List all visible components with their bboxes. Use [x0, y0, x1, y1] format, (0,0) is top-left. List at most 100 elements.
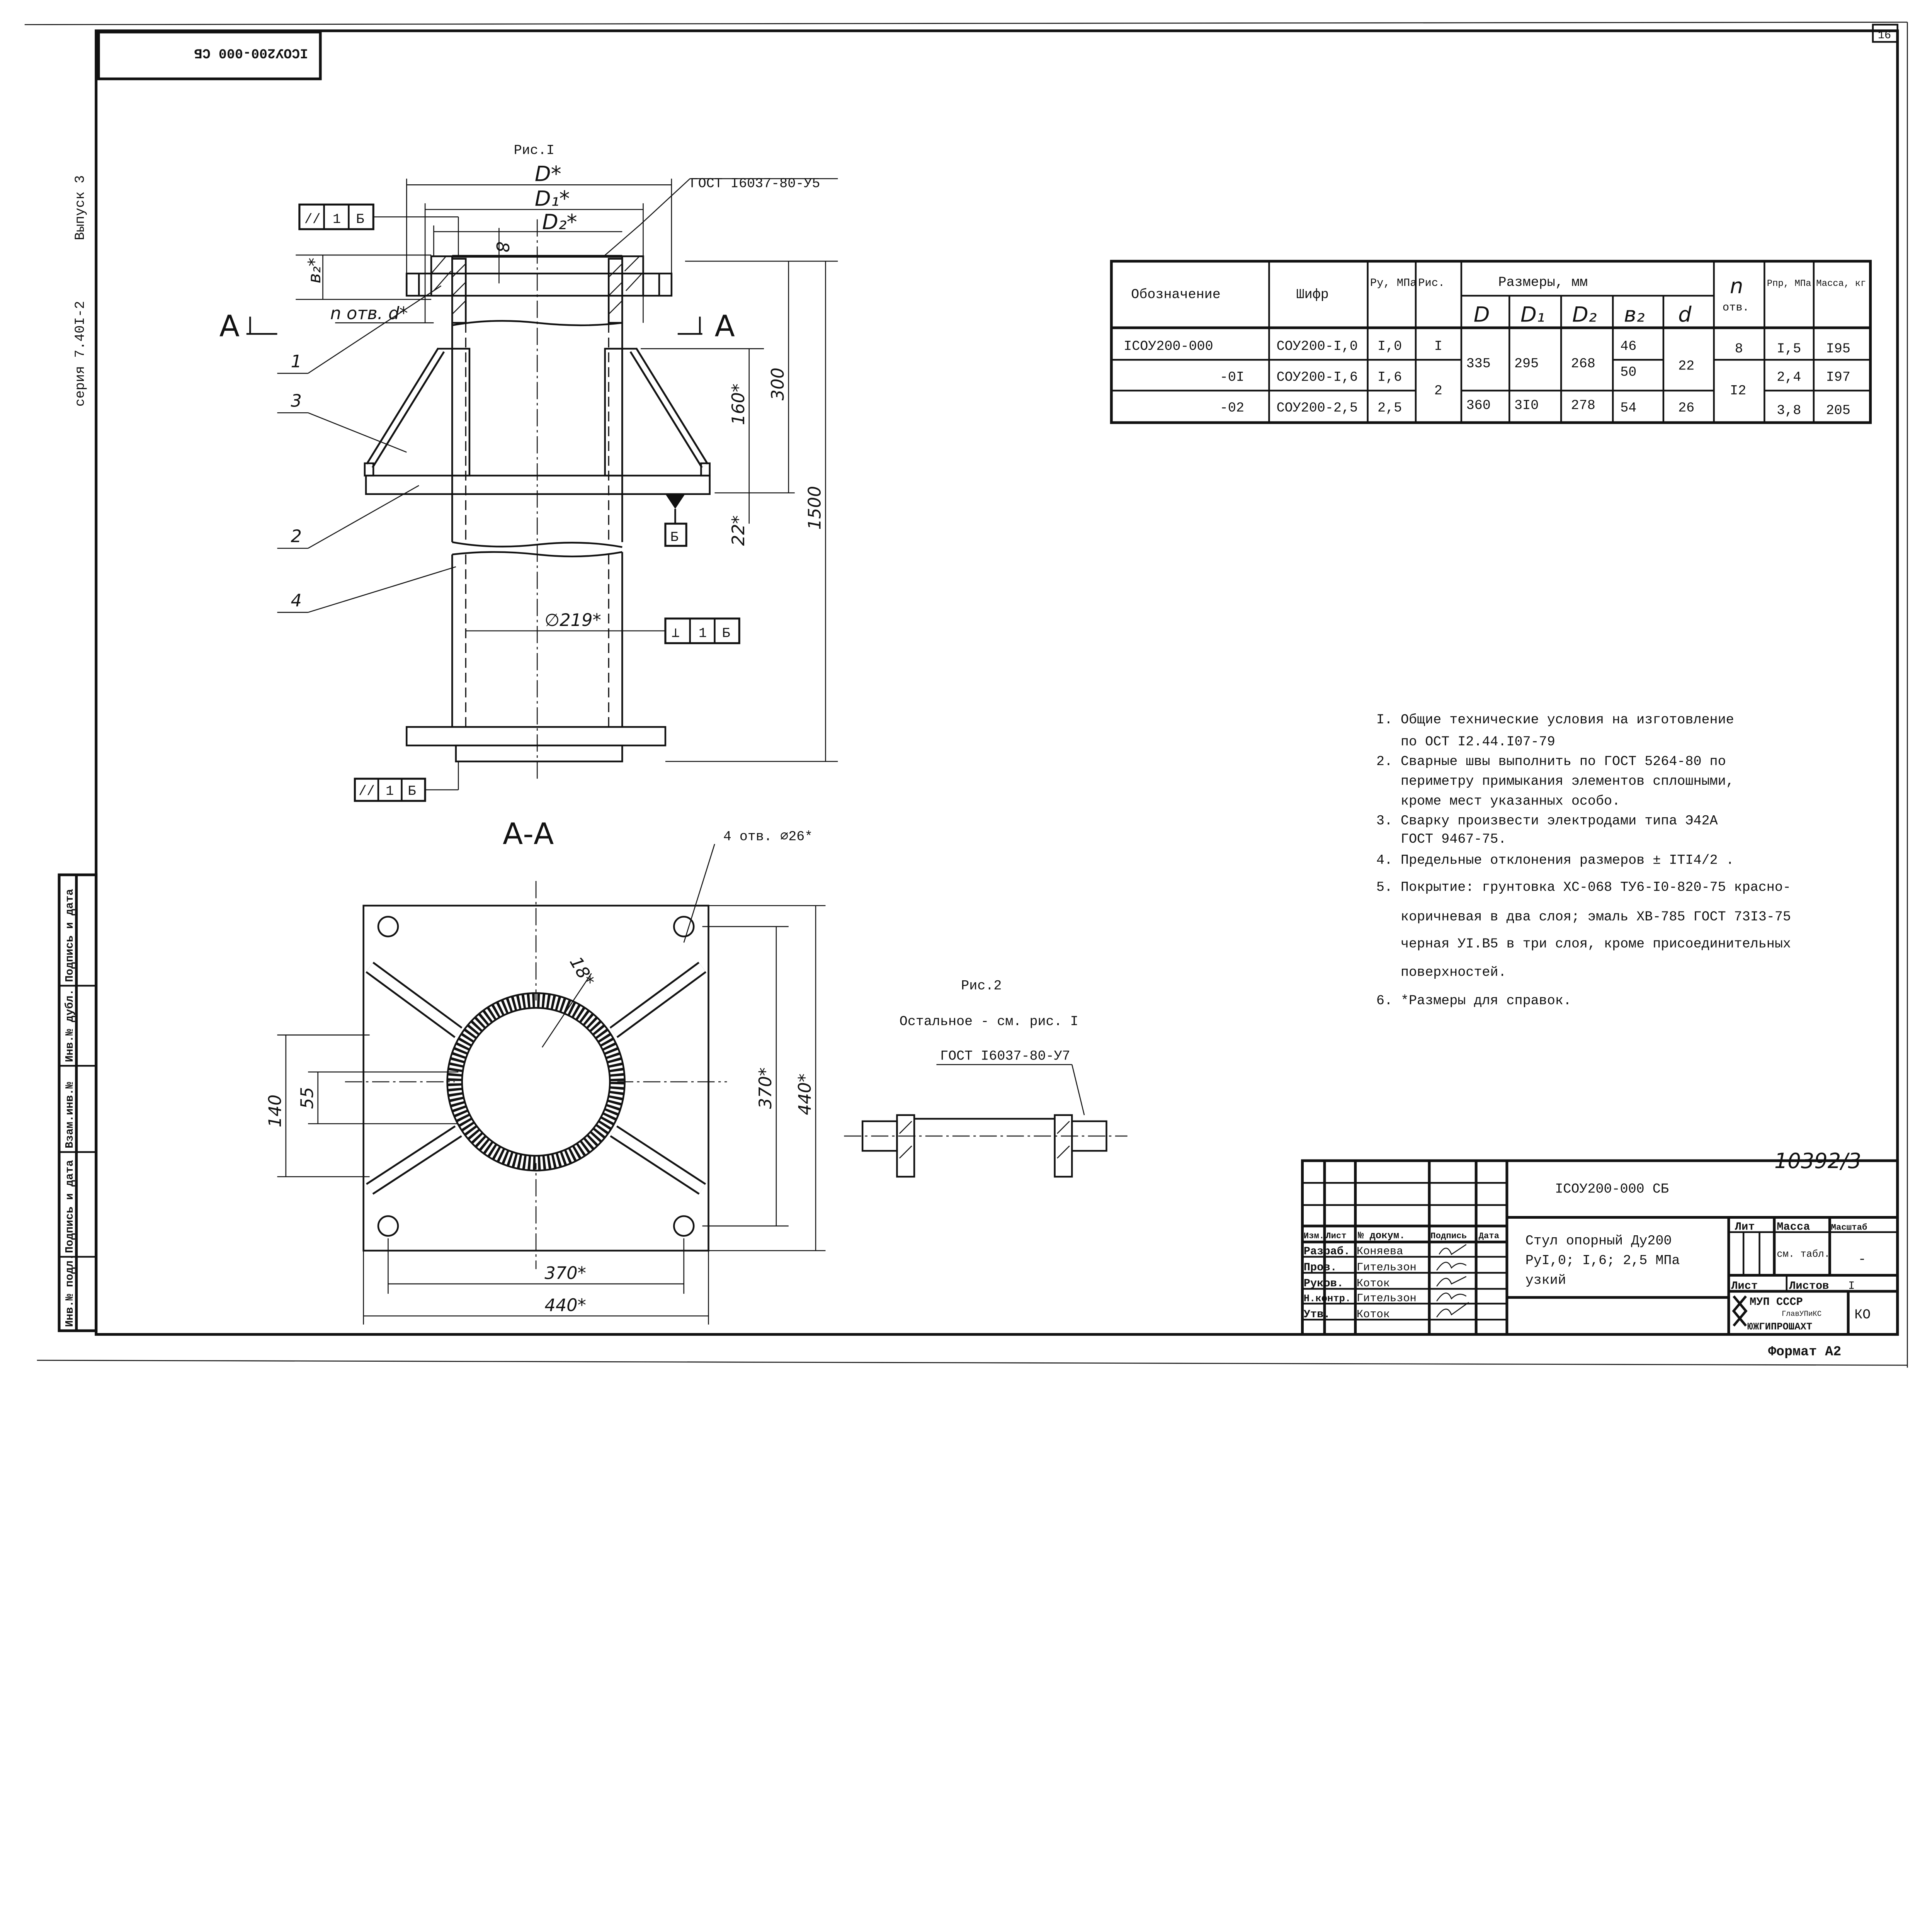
figure-1: Рис.I: [219, 143, 838, 802]
signatures: [1436, 1244, 1469, 1318]
tol-symbol: ⊥: [672, 626, 680, 641]
note-line: черная УI.В5 в три слоя, кроме присоедин…: [1376, 936, 1791, 952]
header-n: n: [1730, 274, 1743, 298]
section-ribs: [366, 962, 706, 1195]
tol-datum: Б: [356, 212, 364, 227]
cell-mass: I97: [1826, 369, 1850, 385]
tolerance-perpendicular: ⊥ 1 Б: [664, 617, 740, 645]
note-line: 3. Сварку произвести электродами типа Э4…: [1376, 813, 1718, 828]
datum-label: Б: [670, 530, 679, 545]
parameters-table: Обозначение Шифр Py, МПа Рис. Размеры, м…: [1110, 260, 1872, 424]
header-sizes: Размеры, мм: [1498, 275, 1588, 290]
sheet-format: Формат А2: [1768, 1344, 1841, 1360]
header-designation: Обозначение: [1131, 287, 1220, 303]
section-mark-right: A: [714, 310, 735, 344]
header-change: Изм.: [1304, 1231, 1325, 1241]
fig2-title: Рис.2: [961, 978, 1002, 994]
tolerance-parallel-top: // 1 Б: [298, 203, 459, 257]
side-stamp: Инв.№ подл. Подпись и дата Взам.инв.№ Ин…: [58, 873, 98, 1332]
product-name-line-1: Стул опорный Ду200: [1526, 1233, 1672, 1249]
part-2-label: 2: [291, 526, 302, 546]
tol-symbol: //: [304, 212, 321, 227]
tol-datum: Б: [408, 784, 416, 799]
holes-4x26: 4 отв. ∅26*: [723, 829, 813, 845]
cell-b2: 46: [1620, 339, 1636, 354]
cell-D2: 278: [1571, 398, 1595, 413]
part-4-label: 4: [291, 590, 302, 611]
header-signature: Подпись: [1430, 1231, 1467, 1241]
dim-440-horizontal: 440*: [544, 1295, 586, 1315]
sheet-number-box: 16: [1872, 24, 1898, 43]
lit-header: Лит: [1735, 1220, 1755, 1233]
note-line: 5. Покрытие: грунтовка ХС-068 ТУ6-I0-820…: [1376, 879, 1791, 895]
header-n-sub: отв.: [1723, 301, 1749, 314]
cell-py: I,6: [1378, 369, 1402, 385]
org-line-2: ГлавУПиКС: [1782, 1310, 1821, 1318]
dimensions-fig1: D* D₁* D₂* ГОСТ I6037-80-У5 8 в₂* n отв.…: [296, 162, 838, 762]
role-label: Разраб.: [1304, 1245, 1350, 1258]
cell-d: 26: [1678, 400, 1694, 416]
header-D: D: [1474, 302, 1490, 327]
stamp-signature-date-1: Подпись и дата: [63, 1160, 76, 1253]
rotated-code-box: ICOУ200-000 СБ: [97, 31, 322, 80]
note-line: 4. Предельные отклонения размеров ± IТI4…: [1376, 852, 1734, 868]
issue-label: Выпуск 3: [73, 175, 88, 240]
sheets-label: Листов: [1789, 1279, 1829, 1292]
person-name: Коток: [1357, 1277, 1390, 1290]
note-line: коричневая в два слоя; эмаль ХВ-785 ГОСТ…: [1376, 909, 1791, 925]
tol-symbol: //: [359, 784, 375, 799]
tolerance-parallel-bottom: // 1 Б: [354, 761, 459, 802]
header-ppr: Рпр, МПа: [1767, 279, 1811, 289]
cell-py: 2,5: [1378, 400, 1402, 416]
part-1-label: 1: [291, 351, 302, 371]
title-block-roles: Разраб. Коняева Пров. Гительзон Руков. К…: [1304, 1245, 1417, 1321]
cell-D: 360: [1466, 398, 1491, 413]
sheet-number: 16: [1878, 29, 1891, 42]
technical-notes: I. Общие технические условия на изготовл…: [1376, 712, 1791, 1009]
dim-b2: в₂*: [304, 258, 325, 284]
part-3-label: 3: [291, 391, 302, 411]
note-line: ГОСТ 9467-75.: [1376, 832, 1507, 847]
dim-219: ∅219*: [544, 610, 601, 630]
org-line-3: ЮЖГИПРОШАХТ: [1747, 1321, 1812, 1333]
dim-D: D*: [535, 162, 561, 186]
cell-code: СОУ200-I,0: [1277, 339, 1358, 354]
header-py: Py, МПа: [1370, 277, 1417, 289]
cell-fig: I: [1434, 339, 1442, 354]
header-mass: Масса, кг: [1816, 279, 1866, 289]
cell-D2: 268: [1571, 356, 1595, 371]
tol-value: 1: [699, 626, 707, 641]
sheet-frame: [24, 22, 1908, 1368]
role-label: Руков.: [1304, 1277, 1344, 1290]
dim-160: 160*: [728, 384, 748, 425]
header-d: d: [1678, 302, 1692, 327]
cell-ppr: 2,4: [1777, 369, 1801, 385]
fig1-title: Рис.I: [514, 143, 554, 158]
person-name: Коток: [1357, 1308, 1390, 1321]
datum-b: Б: [664, 494, 687, 547]
dim-D1: D₁*: [535, 187, 570, 211]
cell-ppr: 3,8: [1777, 403, 1801, 418]
section-title: А-А: [503, 817, 554, 851]
bolt-holes: [377, 916, 695, 1237]
header-D1: D₁: [1520, 302, 1545, 327]
product-name-line-3: узкий: [1526, 1273, 1566, 1288]
note-line: поверхностей.: [1376, 965, 1507, 980]
header-sheet: Лист: [1326, 1231, 1347, 1241]
cell-py: I,0: [1378, 339, 1402, 354]
dim-370-horizontal: 370*: [544, 1263, 586, 1283]
cell-designation: ICOУ200-000: [1124, 339, 1213, 354]
table-header: Обозначение Шифр Py, МПа Рис. Размеры, м…: [1131, 274, 1866, 327]
part-leaders: 1 2 3 4: [277, 285, 456, 613]
drawing-sheet: 16 ICOУ200-000 СБ серия 7.40I-2 Выпуск 3…: [24, 22, 1908, 1368]
cell-n: I2: [1730, 383, 1746, 398]
cell-designation: -0I: [1220, 369, 1244, 385]
table-row: -02 СОУ200-2,5 2,5 54 3,8 205: [1220, 400, 1850, 418]
note-line: 6. *Размеры для справок.: [1376, 993, 1571, 1009]
dim-22: 22*: [728, 515, 748, 546]
note-line: кроме мест указанных особо.: [1376, 793, 1620, 809]
tol-value: 1: [333, 212, 341, 227]
ribs: [364, 347, 711, 477]
header-b2: в₂: [1624, 302, 1645, 327]
cell-mass: I95: [1826, 341, 1850, 357]
